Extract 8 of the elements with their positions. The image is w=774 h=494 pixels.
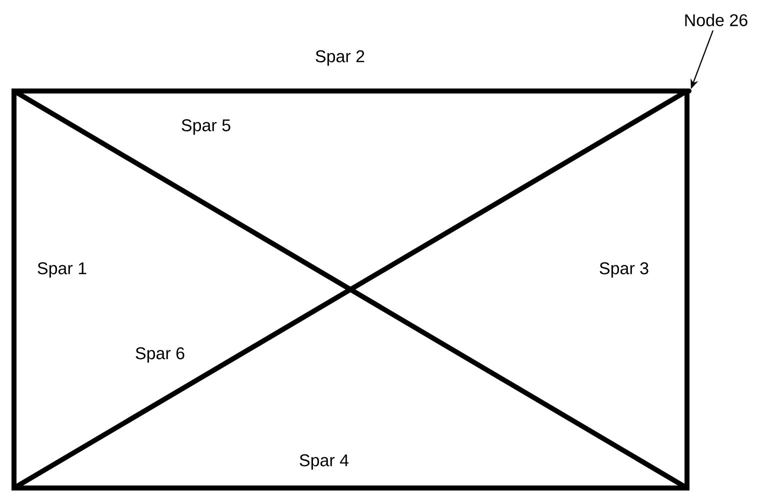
spar-label: Spar 4 — [300, 454, 349, 470]
spar-label: Spar 2 — [316, 50, 364, 66]
spar-label: Spar 3 — [600, 262, 648, 278]
spar-label: Spar 5 — [182, 119, 230, 135]
frame-corner — [686, 88, 692, 94]
spar-label: Spar 1 — [38, 262, 86, 278]
spar-label: Spar 6 — [136, 347, 184, 363]
node-label: Node 26 — [685, 14, 748, 26]
